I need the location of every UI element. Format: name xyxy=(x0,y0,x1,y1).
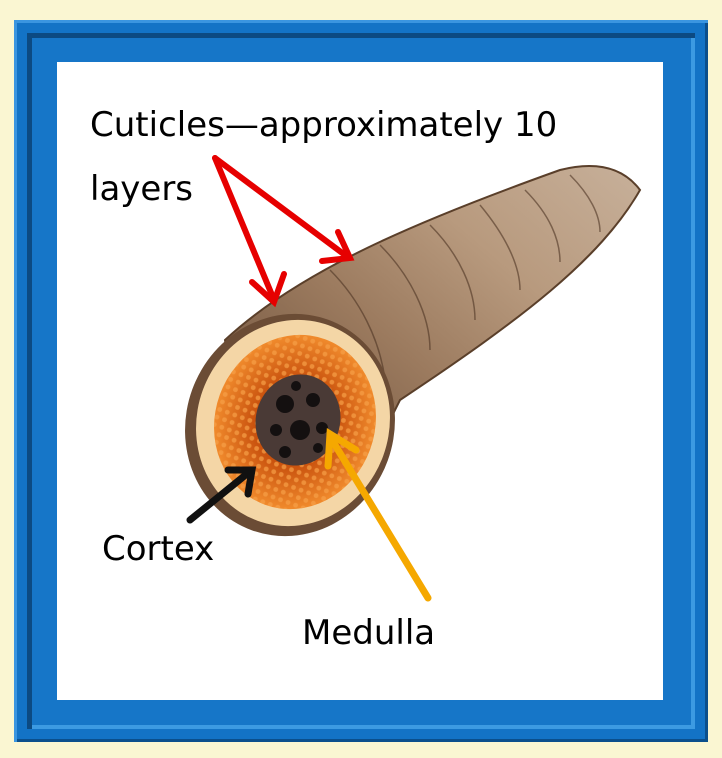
cuticles-label-line2: layers xyxy=(90,169,194,209)
cortex-arrow xyxy=(186,466,257,524)
cuticle-scales xyxy=(329,174,601,381)
cortex-label: Cortex xyxy=(102,529,215,569)
medulla-label: Medulla xyxy=(302,613,436,653)
cuticles-label-line1: Cuticles—approximately 10 xyxy=(90,105,558,145)
medulla-arrow xyxy=(324,427,432,602)
cuticle-arrows xyxy=(212,155,355,308)
medulla-pores xyxy=(270,381,328,458)
